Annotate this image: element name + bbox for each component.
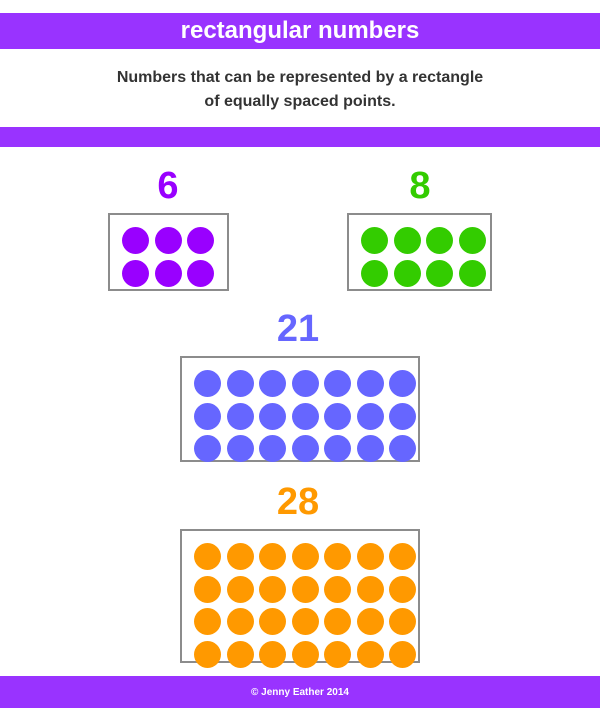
dot-array-8 <box>347 213 492 291</box>
dot <box>389 435 416 462</box>
dot <box>226 402 254 430</box>
dot <box>324 402 351 430</box>
definition-line-2: of equally spaced points. <box>204 93 396 110</box>
example-number-21: 21 <box>276 308 320 350</box>
page-title: rectangular numbers <box>180 17 420 44</box>
dot <box>389 640 416 668</box>
dot <box>154 259 182 287</box>
title-bar: rectangular numbers <box>0 13 600 49</box>
dot <box>194 543 221 570</box>
dot <box>194 575 221 603</box>
dot <box>187 227 214 254</box>
dot <box>361 227 388 254</box>
dot <box>324 608 351 635</box>
dot <box>291 575 319 603</box>
dot <box>389 370 416 397</box>
example-number-8: 8 <box>409 165 431 207</box>
dot <box>393 227 421 254</box>
definition-text: Numbers that can be represented by a rec… <box>0 66 600 114</box>
dot <box>324 543 351 570</box>
dot <box>356 640 384 668</box>
dot <box>389 575 416 603</box>
dot <box>324 575 351 603</box>
dot <box>356 608 384 635</box>
dot <box>122 227 149 254</box>
dot <box>259 543 286 570</box>
dot <box>389 402 416 430</box>
dot <box>393 259 421 287</box>
dot <box>194 640 221 668</box>
dot <box>226 640 254 668</box>
dot <box>356 435 384 462</box>
dot-array-28 <box>180 529 420 668</box>
dot-array-6 <box>108 213 229 291</box>
dot <box>122 259 149 287</box>
dot <box>291 370 319 397</box>
dot <box>194 402 221 430</box>
dot <box>389 608 416 635</box>
dot <box>226 435 254 462</box>
copyright-text: © Jenny Eather 2014 <box>251 686 349 698</box>
dot <box>194 370 221 397</box>
dot <box>187 259 214 287</box>
dot <box>194 608 221 635</box>
dot <box>259 435 286 462</box>
dot <box>356 402 384 430</box>
dot <box>291 402 319 430</box>
example-number-28: 28 <box>276 481 320 523</box>
dot <box>154 227 182 254</box>
dot <box>291 640 319 668</box>
dot <box>324 370 351 397</box>
definition-line-1: Numbers that can be represented by a rec… <box>116 69 484 86</box>
dot <box>259 370 286 397</box>
dot <box>361 259 388 287</box>
dot <box>226 608 254 635</box>
dot <box>458 227 486 254</box>
dot <box>226 575 254 603</box>
example-number-6: 6 <box>157 165 179 207</box>
dot <box>259 575 286 603</box>
divider-bar <box>0 127 600 147</box>
dot <box>291 435 319 462</box>
dot <box>324 640 351 668</box>
dot <box>259 608 286 635</box>
dot <box>291 608 319 635</box>
dot <box>226 370 254 397</box>
dot <box>259 402 286 430</box>
dot <box>194 435 221 462</box>
dot <box>226 543 254 570</box>
dot <box>426 227 453 254</box>
dot <box>426 259 453 287</box>
dot <box>458 259 486 287</box>
footer-bar: © Jenny Eather 2014 <box>0 676 600 708</box>
dot <box>356 370 384 397</box>
dot <box>259 640 286 668</box>
dot <box>356 575 384 603</box>
dot <box>291 543 319 570</box>
dot <box>356 543 384 570</box>
dot-array-21 <box>180 356 420 462</box>
dot <box>389 543 416 570</box>
dot <box>324 435 351 462</box>
